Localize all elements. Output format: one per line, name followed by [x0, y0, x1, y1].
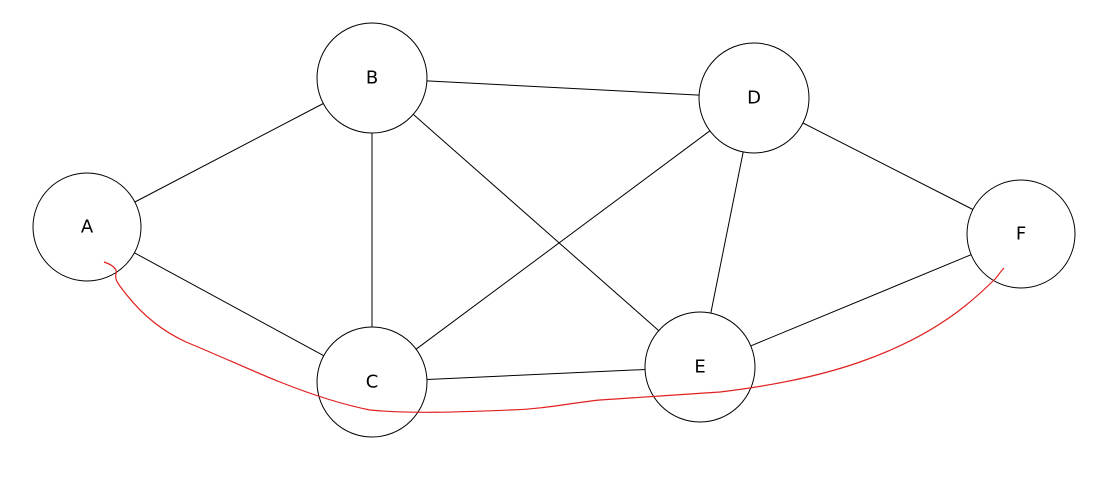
edges-layer [134, 80, 974, 380]
edge-d-e [710, 151, 744, 314]
node-b: B [316, 22, 428, 134]
node-label-d: D [747, 88, 761, 109]
node-f: F [966, 179, 1076, 289]
node-label-c: C [366, 372, 379, 393]
edge-b-e [412, 114, 660, 331]
edge-e-f [750, 254, 972, 347]
node-label-a: A [81, 217, 94, 238]
highlight-path-a-to-f [103, 261, 1005, 413]
node-label-f: F [1016, 224, 1026, 245]
node-label-e: E [694, 357, 705, 378]
edge-d-f [802, 122, 974, 210]
node-c: C [316, 326, 428, 438]
edge-b-d [426, 80, 700, 96]
node-d: D [698, 42, 810, 154]
node-label-b: B [366, 68, 378, 89]
node-circle-f [966, 179, 1076, 289]
edge-a-b [134, 103, 324, 203]
nodes-layer: A B C D E F [32, 22, 1076, 438]
edge-c-d [415, 130, 711, 350]
node-circle-c [316, 326, 428, 438]
node-e: E [644, 311, 756, 423]
node-circle-d [698, 42, 810, 154]
node-a: A [32, 172, 142, 282]
node-circle-a [32, 172, 142, 282]
node-circle-b [316, 22, 428, 134]
edge-c-e [426, 369, 646, 380]
node-circle-e [644, 311, 756, 423]
edge-a-c [134, 252, 324, 357]
highlight-path-layer [103, 261, 1005, 413]
